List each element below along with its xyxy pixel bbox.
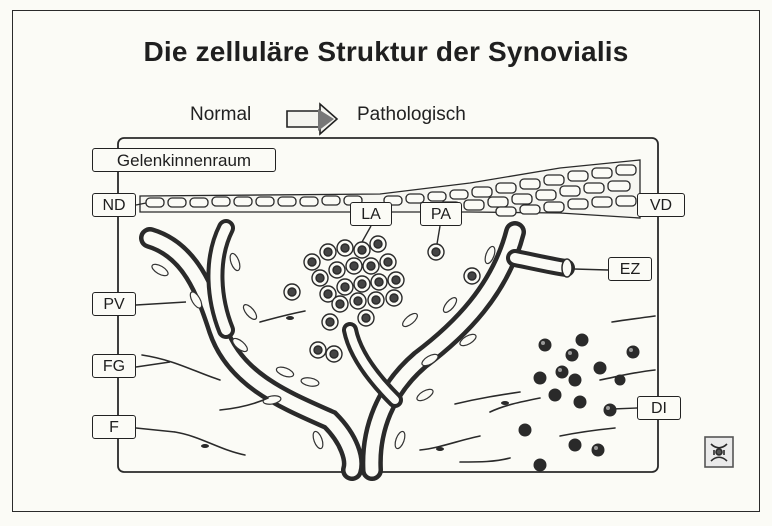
label-di: DI — [637, 396, 681, 420]
label-vd: VD — [637, 193, 685, 217]
arrow-icon — [287, 104, 337, 134]
dense-infiltrate — [519, 334, 639, 471]
label-nd: ND — [92, 193, 136, 217]
label-ez: EZ — [608, 257, 652, 281]
label-pa: PA — [420, 202, 462, 226]
label-fg: FG — [92, 354, 136, 378]
joint-logo-icon — [705, 437, 733, 467]
label-gelenkinnenraum: Gelenkinnenraum — [92, 148, 276, 172]
label-pv: PV — [92, 292, 136, 316]
label-f: F — [92, 415, 136, 439]
label-la: LA — [350, 202, 392, 226]
